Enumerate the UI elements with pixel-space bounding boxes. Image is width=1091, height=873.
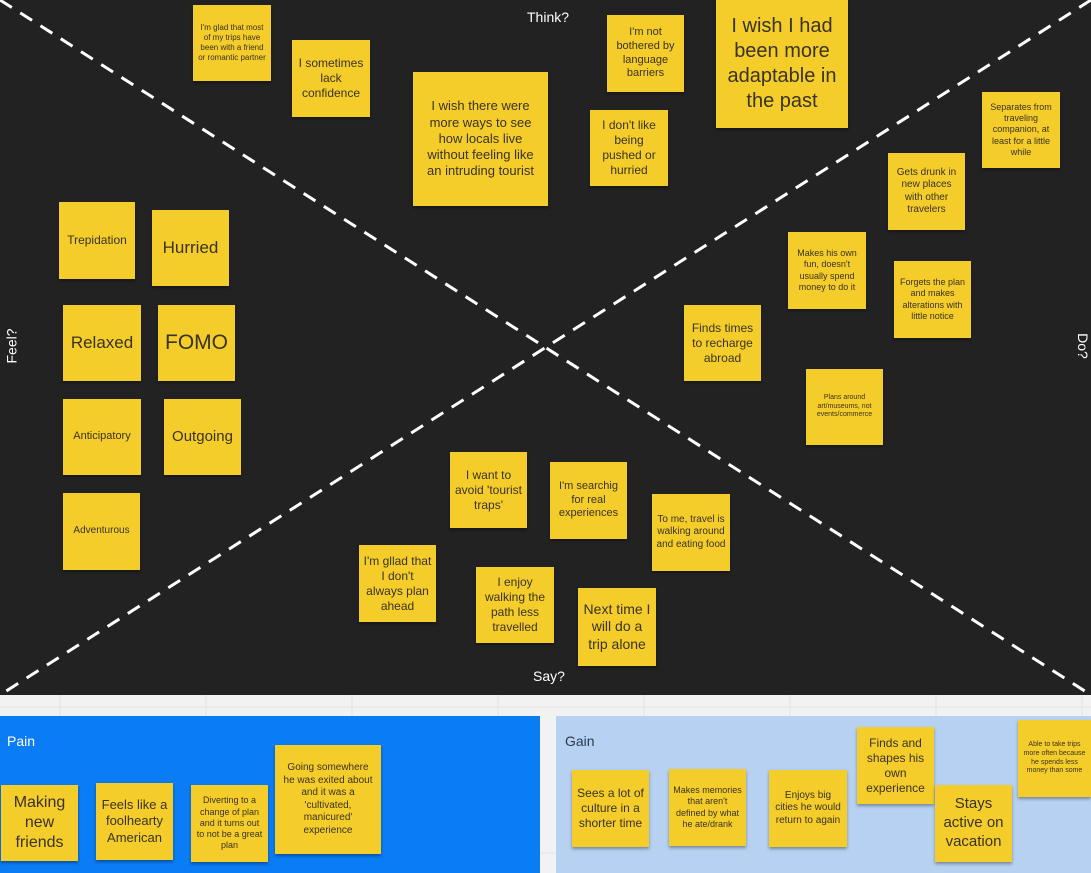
sticky-note[interactable]: I wish I had been more adaptable in the … (716, 0, 848, 128)
sticky-note[interactable]: I'm searchig for real experiences (550, 462, 627, 539)
sticky-note[interactable]: Outgoing (164, 399, 241, 475)
sticky-note[interactable]: Relaxed (63, 305, 141, 381)
sticky-note[interactable]: I enjoy walking the path less travelled (476, 567, 554, 643)
pain-sticky-note[interactable]: Feels like a foolhearty American (96, 783, 173, 860)
sticky-note[interactable]: Adventurous (63, 493, 140, 570)
sticky-note[interactable]: I don't like being pushed or hurried (590, 110, 668, 186)
sticky-note[interactable]: I want to avoid 'tourist traps' (450, 452, 527, 528)
sticky-note[interactable]: FOMO (158, 305, 235, 381)
sticky-note[interactable]: I'm glad that most of my trips have been… (193, 5, 271, 81)
feel-label: Feel? (3, 328, 20, 364)
sticky-note[interactable]: To me, travel is walking around and eati… (652, 494, 730, 571)
say-label: Say? (533, 668, 565, 684)
gain-sticky-note[interactable]: Able to take trips more often because he… (1018, 720, 1091, 797)
sticky-note[interactable]: Trepidation (59, 202, 135, 279)
sticky-note[interactable]: Anticipatory (63, 399, 141, 475)
sticky-note[interactable]: I'm not bothered by language barriers (607, 15, 684, 92)
pain-sticky-note[interactable]: Diverting to a change of plan and it tur… (191, 785, 268, 862)
sticky-note[interactable]: I'm gllad that I don't always plan ahead (359, 545, 436, 622)
gain-sticky-note[interactable]: Sees a lot of culture in a shorter time (572, 770, 649, 847)
gain-sticky-note[interactable]: Enjoys big cities he would return to aga… (769, 770, 847, 847)
sticky-note[interactable]: I wish there were more ways to see how l… (413, 72, 548, 206)
sticky-note[interactable]: Makes his own fun, doesn't usually spend… (788, 232, 866, 309)
sticky-note[interactable]: Finds times to recharge abroad (684, 305, 761, 381)
pain-title: Pain (7, 733, 36, 749)
gain-title: Gain (565, 733, 595, 749)
pain-panel: Pain (0, 716, 540, 873)
gain-sticky-note[interactable]: Makes memories that aren't defined by wh… (669, 769, 746, 846)
gain-sticky-note[interactable]: Stays active on vacation (935, 785, 1012, 862)
gain-sticky-note[interactable]: Finds and shapes his own experience (857, 727, 934, 804)
think-label: Think? (527, 9, 570, 25)
empathy-map-board: Think? Say? Feel? Do? I'm glad that most… (0, 0, 1091, 695)
sticky-note[interactable]: Plans around art/museums, not events/com… (806, 369, 883, 445)
sticky-note[interactable]: Next time I will do a trip alone (578, 588, 656, 666)
sticky-note[interactable]: I sometimes lack confidence (292, 40, 370, 117)
pain-sticky-note[interactable]: Making new friends (1, 785, 78, 861)
sticky-note[interactable]: Hurried (152, 210, 229, 286)
pain-sticky-note[interactable]: Going somewhere he was exited about and … (275, 745, 381, 854)
sticky-note[interactable]: Forgets the plan and makes alterations w… (894, 261, 971, 338)
sticky-note[interactable]: Gets drunk in new places with other trav… (888, 153, 965, 230)
do-label: Do? (1074, 333, 1091, 359)
sticky-note[interactable]: Separates from traveling companion, at l… (982, 92, 1060, 168)
